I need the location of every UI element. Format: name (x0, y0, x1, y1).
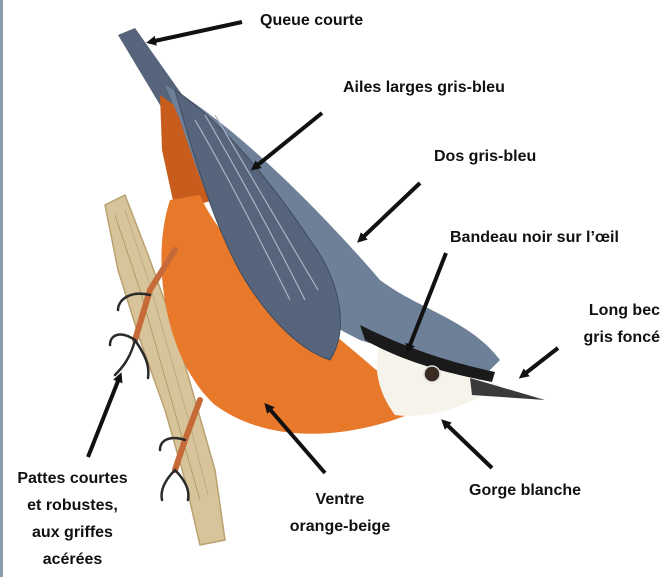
arrow-beak (522, 348, 558, 376)
label-legs-line2: et robustes, (0, 492, 145, 519)
arrow-legs (88, 376, 120, 457)
label-legs-line4: acérées (0, 546, 145, 573)
label-eye-stripe: Bandeau noir sur l’œil (450, 224, 619, 251)
arrow-tail (150, 22, 242, 42)
bird-eye (424, 366, 440, 382)
label-belly-line1: Ventre (270, 486, 410, 513)
label-beak: Long bec gris foncé (540, 297, 660, 351)
label-beak-line1: Long bec (540, 297, 660, 324)
arrow-throat (444, 422, 492, 468)
arrow-back (360, 183, 420, 240)
label-wings: Ailes larges gris-bleu (343, 74, 505, 101)
label-legs-line1: Pattes courtes (0, 465, 145, 492)
label-throat: Gorge blanche (469, 477, 581, 504)
label-belly: Ventre orange-beige (270, 486, 410, 540)
label-back: Dos gris-bleu (434, 143, 536, 170)
label-legs-line3: aux griffes (0, 519, 145, 546)
label-tail: Queue courte (260, 7, 363, 34)
arrow-wings (254, 113, 322, 168)
label-belly-line2: orange-beige (270, 513, 410, 540)
label-legs: Pattes courtes et robustes, aux griffes … (0, 465, 145, 573)
label-beak-line2: gris foncé (540, 324, 660, 351)
